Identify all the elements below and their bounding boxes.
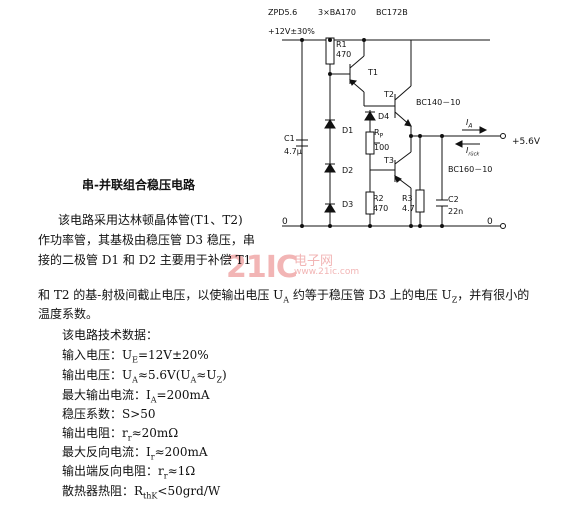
- spec-output-voltage: 输出电压：UA≈5.6V(UA≈UZ): [62, 368, 227, 385]
- paragraph-line-1: 该电路采用达林顿晶体管(T1、T2): [58, 213, 243, 227]
- label-zpd: ZPD5.6: [268, 8, 298, 17]
- label-t1: T1: [368, 68, 378, 77]
- spec-heatsink-resistance: 散热器热阻：RthK<50grd/W: [62, 484, 221, 501]
- label-t2: T2: [384, 90, 394, 99]
- label-d2: D2: [342, 166, 354, 175]
- label-bc172b: BC172B: [376, 8, 408, 17]
- paragraph-line-2: 作功率管，其基极由稳压管 D3 稳压，串: [38, 233, 255, 247]
- label-bc160: BC160－10: [448, 165, 493, 174]
- spec-input-voltage: 输入电压：UE=12V±20%: [62, 348, 209, 365]
- label-output-voltage: +5.6V: [512, 137, 541, 147]
- label-c1: C1: [284, 134, 295, 143]
- label-c1-value: 4.7μ: [284, 147, 302, 156]
- label-c2-value: 22n: [448, 207, 464, 216]
- watermark-logo: 21IC 电子网 www.21ic.com: [226, 250, 359, 285]
- label-ba170: 3×BA170: [318, 8, 357, 17]
- label-rp: RP: [374, 128, 384, 140]
- label-d4: D4: [378, 112, 390, 121]
- paragraph-line-3: 接的二极管 D1 和 D2 主要用于补偿 T1: [38, 253, 252, 267]
- label-rp-value: 100: [374, 143, 390, 152]
- watermark-url: www.21ic.com: [294, 267, 360, 277]
- specs-heading: 该电路技术数据：: [62, 328, 159, 342]
- label-ground-right: 0: [487, 217, 493, 227]
- watermark-sub: 电子网: [294, 254, 334, 269]
- label-r2-value: 470: [373, 204, 389, 213]
- label-r3: R3: [402, 194, 413, 203]
- paragraph-line-4: 和 T2 的基-射极间截止电压，以使输出电压 UA 约等于稳压管 D3 上的电压…: [38, 288, 530, 305]
- label-irueck: Irück: [466, 146, 480, 158]
- label-c2: C2: [448, 195, 459, 204]
- spec-output-resistance: 输出电阻：rr≈20mΩ: [62, 426, 179, 443]
- spec-stabilization-factor: 稳压系数：S>50: [62, 407, 156, 421]
- circuit-schematic: [282, 37, 506, 229]
- label-d3: D3: [342, 200, 354, 209]
- label-r1: R1: [336, 40, 347, 49]
- label-r3-value: 4.7: [402, 204, 415, 213]
- paragraph-line-5: 温度系数。: [38, 307, 99, 321]
- spec-reverse-resistance: 输出端反向电阻：rr≈1Ω: [62, 464, 196, 481]
- label-t3: T3: [384, 156, 394, 165]
- label-r2: R2: [373, 194, 384, 203]
- watermark-main: 21IC: [226, 250, 298, 285]
- label-d1: D1: [342, 126, 354, 135]
- spec-max-reverse-current: 最大反向电流：Ir≈200mA: [62, 445, 208, 462]
- label-ground-left: 0: [282, 217, 288, 227]
- label-r1-value: 470: [336, 50, 352, 59]
- label-ia: IA: [466, 118, 473, 130]
- label-supply: +12V±30%: [268, 27, 315, 36]
- circuit-title: 串-并联组合稳压电路: [82, 178, 195, 192]
- spec-max-output-current: 最大输出电流：IA=200mA: [62, 388, 210, 405]
- label-bc140: BC140－10: [416, 98, 461, 107]
